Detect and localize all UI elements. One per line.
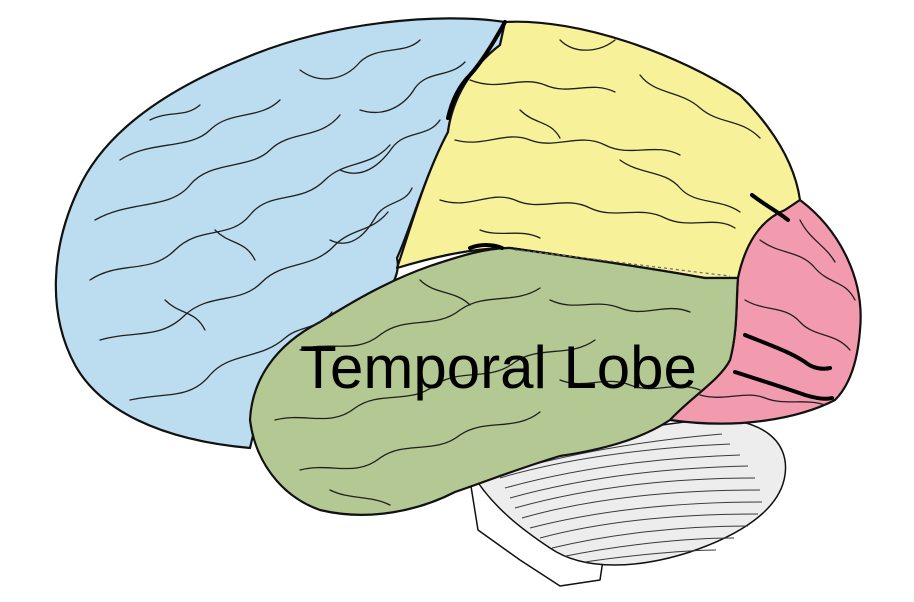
temporal-lobe	[248, 246, 740, 516]
occipital-gyri	[699, 219, 856, 406]
cerebellum-folia	[499, 433, 763, 563]
parietal-temporal-boundary	[514, 249, 731, 277]
parietal-gyri	[439, 39, 761, 239]
temporal-gyri	[274, 279, 701, 506]
region-label: Temporal Lobe	[300, 334, 697, 401]
calcarine-sulcus	[743, 333, 832, 371]
central-sulcus	[446, 20, 507, 120]
occipital-lower-sulcus	[733, 370, 834, 401]
parieto-occipital-sulcus	[750, 193, 790, 222]
frontal-gyri	[89, 39, 466, 401]
lateral-sulcus	[468, 243, 504, 250]
